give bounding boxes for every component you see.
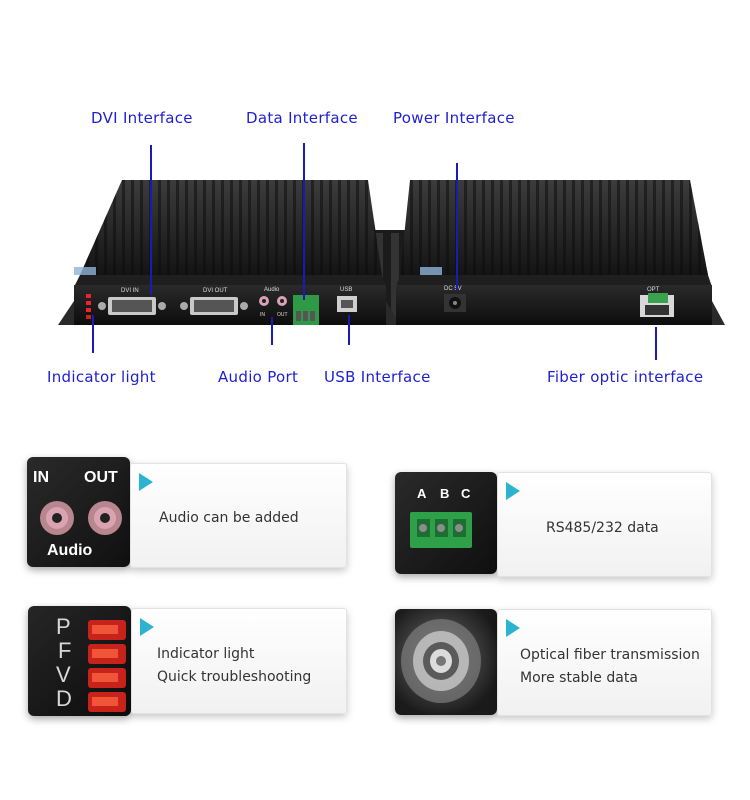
device-opt-label: OPT [647,287,660,293]
device-indicator-leds [86,294,91,319]
callout-dvi-interface: DVI Interface [91,109,193,127]
device-usb-port [337,296,357,312]
indicator-card-arrow-icon [140,618,154,636]
leader-line-indicator [92,315,94,353]
red-led-array-icon [88,620,126,712]
audio-card: Audio can be added [130,463,347,568]
device-product-photo: DVI IN DVI OUT Audio IN OUT USB DC 5V [58,180,725,325]
fiber-card-text-line1: Optical fiber transmission [520,647,700,663]
device-terminal-block [293,295,319,325]
leader-line-dvi [150,145,152,295]
indicator-card: Indicator light Quick troubleshooting [131,608,347,714]
device-dc-label: DC 5V [444,286,462,292]
dvi-in-label: DVI IN [121,288,139,294]
fiber-card: Optical fiber transmission More stable d… [497,609,712,716]
audio-card-text: Audio can be added [159,510,299,526]
device-audio-jacks [259,296,287,306]
device-power-jack [444,294,466,312]
callout-usb-interface: USB Interface [324,368,431,386]
callout-audio-port: Audio Port [218,368,299,386]
callout-data-interface: Data Interface [246,109,358,127]
audio-photo-label: Audio [47,542,93,559]
leader-line-data [303,143,305,300]
audio-photo-in: IN [33,469,49,486]
data-card-arrow-icon [506,482,520,500]
audio-photo: IN OUT Audio [27,457,130,567]
dvi-out-label: DVI OUT [203,288,228,294]
indicator-letter-f: F [58,638,72,663]
leader-line-audio [271,317,273,345]
indicator-card-text-line2: Quick troubleshooting [157,669,312,685]
leader-line-fiber [655,327,657,360]
device-audio-in-label: IN [260,312,265,318]
leader-line-usb [348,315,350,345]
indicator-photo: P F V D [28,606,131,716]
audio-card-arrow-icon [139,473,153,491]
audio-photo-out: OUT [84,469,118,486]
callout-indicator-light: Indicator light [47,368,156,386]
device-audio-out-label: OUT [277,312,288,318]
fiber-card-arrow-icon [506,619,520,637]
device-fiber-module [640,293,674,317]
indicator-letter-d: D [56,686,72,711]
leader-line-power [456,163,458,290]
terminal-letter-b: B [440,486,450,501]
terminal-photo: A B C [395,472,497,574]
terminal-letter-c: C [461,486,471,501]
green-terminal-block-icon [410,512,472,548]
data-card-text: RS485/232 data [546,520,659,536]
dvi-out-port [180,297,248,315]
callout-fiber-optic-interface: Fiber optic interface [547,368,704,386]
indicator-card-text-line1: Indicator light [157,646,255,662]
audio-jacks-illustration [40,501,122,535]
device-usb-label: USB [340,287,352,293]
data-card: RS485/232 data [497,472,712,577]
fiber-card-text-line2: More stable data [520,670,638,686]
device-audio-label: Audio [264,287,280,293]
indicator-letter-v: V [56,662,71,687]
fiber-connector-icon [401,619,481,703]
indicator-letter-p: P [56,614,71,639]
dvi-in-port [98,297,166,315]
terminal-letter-a: A [417,486,427,501]
fiber-photo [395,609,497,715]
callout-power-interface: Power Interface [393,109,515,127]
